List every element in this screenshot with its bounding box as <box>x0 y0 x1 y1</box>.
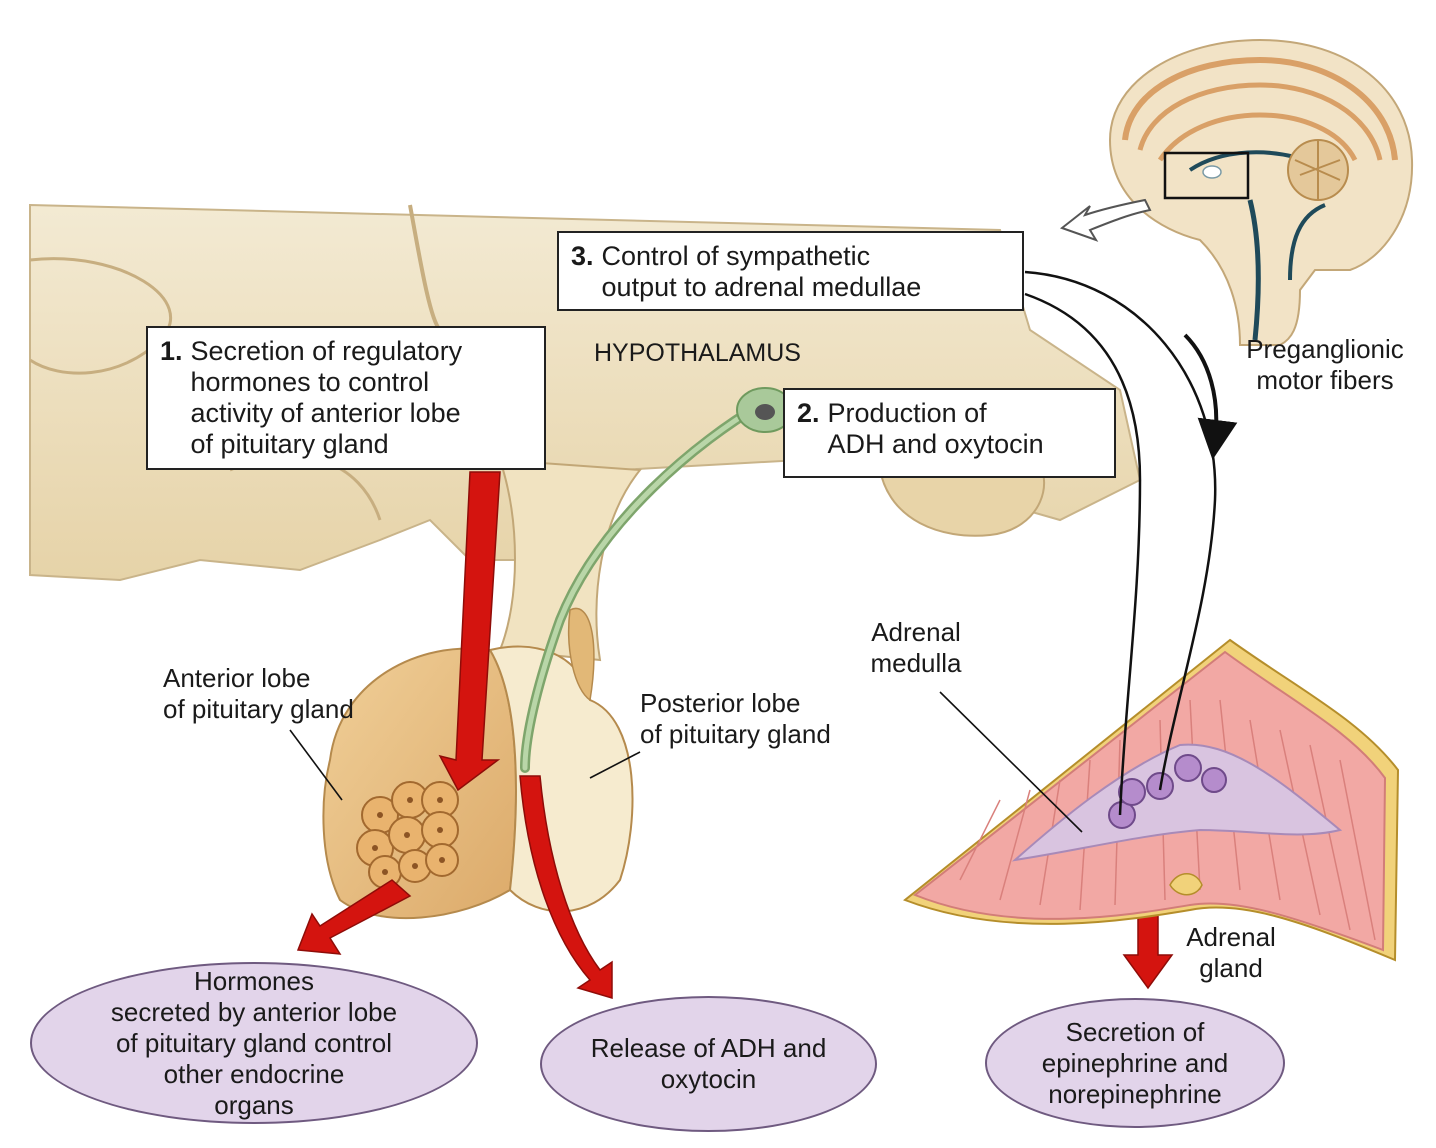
brain-inset <box>1110 40 1412 345</box>
step-1-text: Secretion of regulatory hormones to cont… <box>191 336 463 460</box>
step-2-text: Production of ADH and oxytocin <box>828 398 1044 460</box>
adrenal-medulla-label: Adrenal medulla <box>866 617 966 679</box>
hypothalamus-label: HYPOTHALAMUS <box>594 338 801 369</box>
posterior-lobe-label: Posterior lobe of pituitary gland <box>640 688 831 750</box>
step-3-box: 3. Control of sympathetic output to adre… <box>557 231 1024 311</box>
outcome-epinephrine-secretion: Secretion of epinephrine and norepinephr… <box>985 998 1285 1128</box>
outcome-adh-oxytocin-release: Release of ADH and oxytocin <box>540 996 877 1132</box>
step-3-number: 3. <box>571 241 594 303</box>
step-2-box: 2. Production of ADH and oxytocin <box>783 388 1116 478</box>
preganglionic-label: Preganglionic motor fibers <box>1225 334 1425 396</box>
adrenal-medulla-leader <box>940 692 1082 832</box>
step-3-text: Control of sympathetic output to adrenal… <box>602 241 922 303</box>
step-2-number: 2. <box>797 398 820 460</box>
outcome-anterior-hormones: Hormones secreted by anterior lobe of pi… <box>30 962 478 1124</box>
zoom-callout-arrow <box>1062 200 1150 240</box>
step-1-box: 1. Secretion of regulatory hormones to c… <box>146 326 546 470</box>
adrenal-gland-label: Adrenal gland <box>1176 922 1286 984</box>
preganglionic-direction-arrow <box>1185 335 1216 440</box>
anterior-lobe-label: Anterior lobe of pituitary gland <box>163 663 354 725</box>
step-1-number: 1. <box>160 336 183 460</box>
